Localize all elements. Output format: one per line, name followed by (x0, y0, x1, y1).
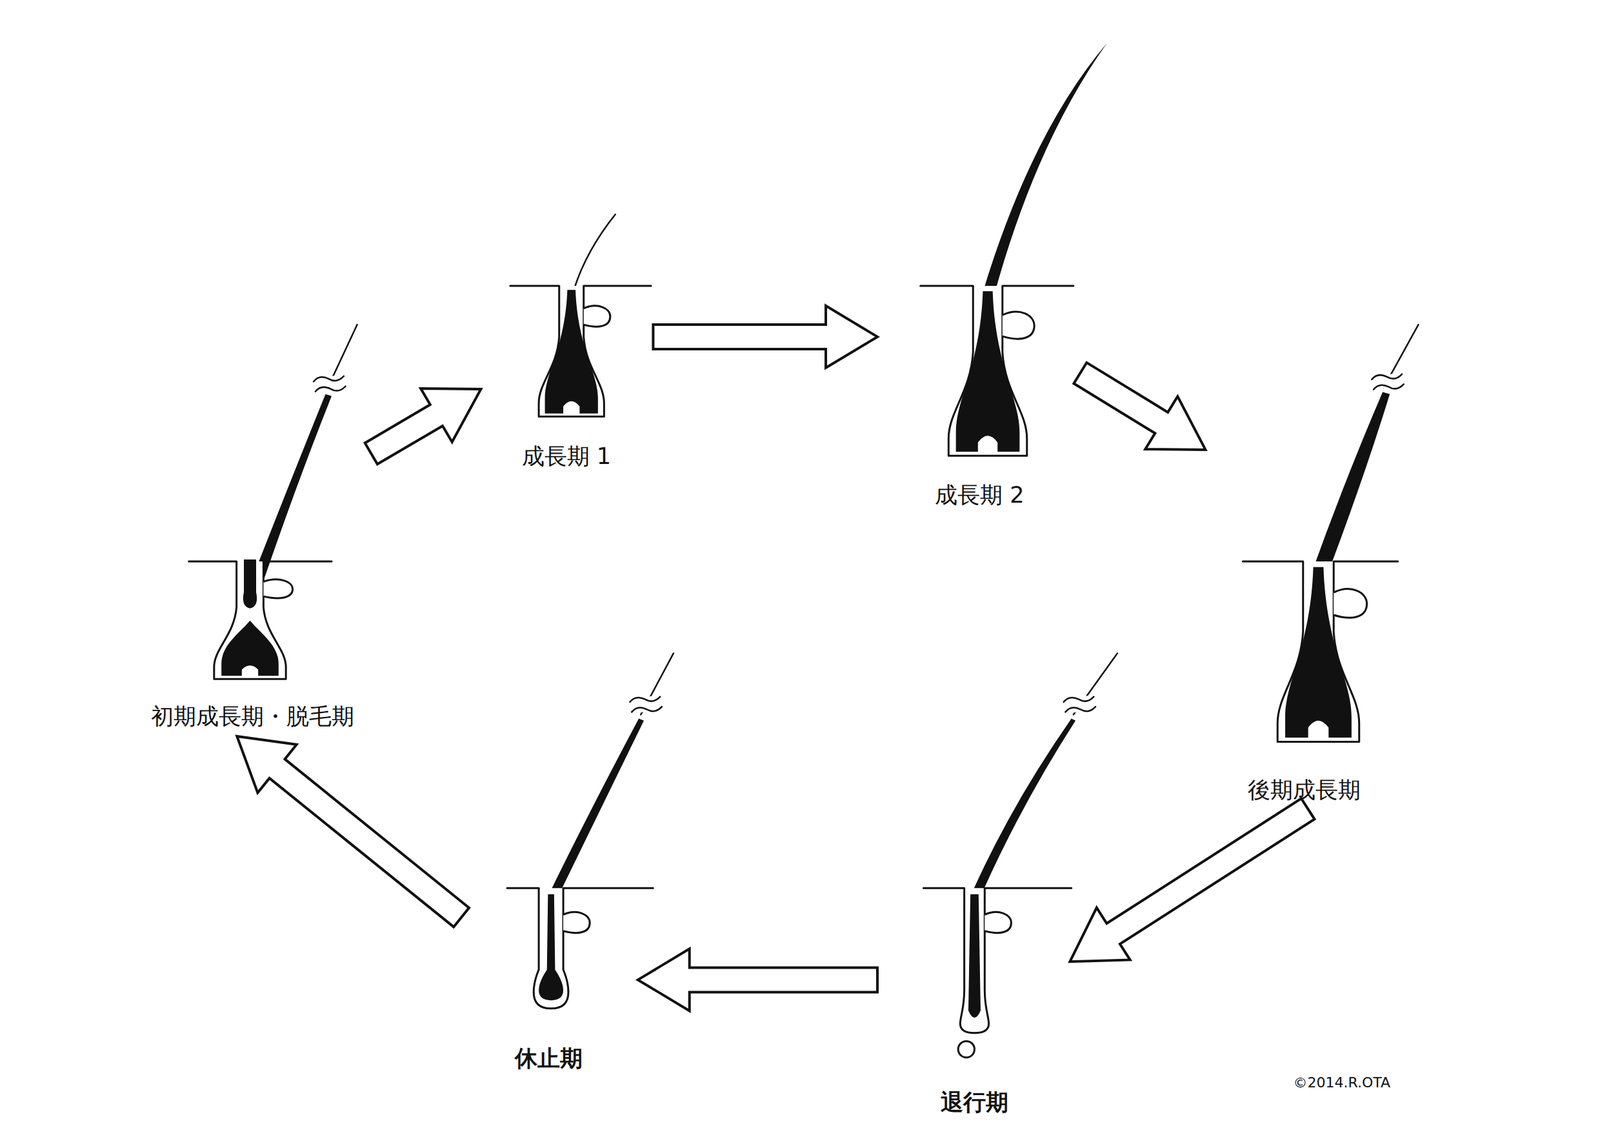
cycle-stage: 成長期 2 (887, 38, 1072, 509)
telogen-follicle (507, 652, 674, 1008)
cycle-stage: 成長期 1 (489, 209, 643, 470)
stage-label: 成長期 2 (934, 481, 1024, 509)
stage-label: 後期成長期 (1247, 776, 1361, 804)
block-arrow (236, 736, 470, 928)
anagen-1-follicle (510, 214, 651, 417)
late-anagen-follicle (1242, 324, 1419, 742)
copyright-note: ©2014.R.OTA (1293, 1073, 1391, 1090)
block-arrow (652, 305, 878, 368)
stage-label: 休止期 (514, 1044, 583, 1072)
cycle-stage: 後期成長期 (1214, 318, 1394, 803)
early-anagen-exogen-follicle (189, 324, 358, 679)
catagen-follicle (923, 652, 1118, 1057)
stage-label: 成長期 1 (521, 442, 611, 470)
cycle-stage: 休止期 (469, 647, 628, 1071)
block-arrow (1069, 798, 1315, 962)
block-arrow (638, 948, 878, 1011)
block-arrow (1073, 362, 1206, 450)
anagen-2-follicle (920, 43, 1108, 457)
cycle-stage: 退行期 (887, 647, 1062, 1115)
stage-label: 初期成長期・脱毛期 (150, 702, 355, 730)
block-arrow (365, 388, 482, 464)
stage-label: 退行期 (940, 1088, 1009, 1116)
cycle-stage: 初期成長期・脱毛期 (142, 316, 362, 730)
